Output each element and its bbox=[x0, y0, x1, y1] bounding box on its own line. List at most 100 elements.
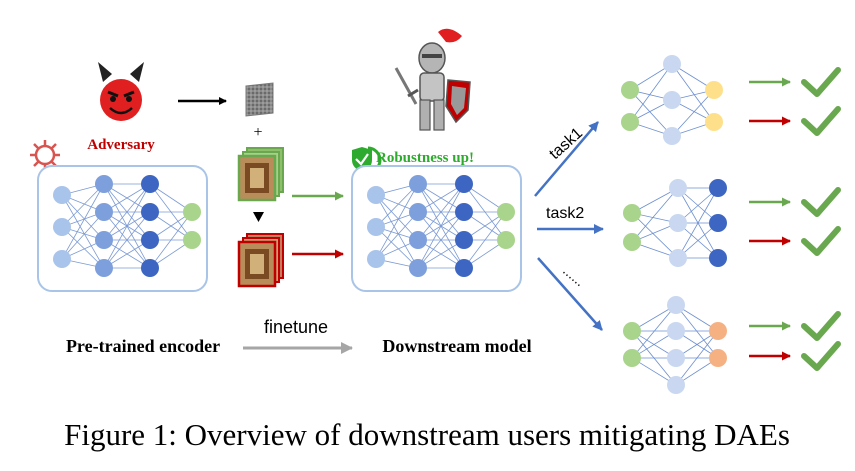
network-node bbox=[623, 204, 641, 222]
network-node bbox=[709, 179, 727, 197]
task1-network bbox=[621, 55, 723, 145]
task3-network bbox=[623, 296, 727, 394]
network-edge bbox=[375, 183, 419, 260]
network-node bbox=[663, 127, 681, 145]
network-edge bbox=[631, 187, 679, 243]
check-icon bbox=[801, 311, 841, 341]
network-node bbox=[53, 186, 71, 204]
downstream-model-label: Downstream model bbox=[382, 336, 531, 356]
check-icon bbox=[801, 106, 841, 136]
network-edge bbox=[61, 183, 105, 228]
network-node bbox=[669, 249, 687, 267]
network-node bbox=[497, 231, 515, 249]
network-edge bbox=[675, 304, 719, 359]
network-node bbox=[141, 259, 159, 277]
network-node bbox=[95, 231, 113, 249]
network-edge bbox=[671, 63, 715, 123]
robustness-label: Robustness up! bbox=[376, 150, 474, 166]
task1-arrow bbox=[534, 121, 599, 197]
network-edge bbox=[463, 211, 507, 269]
network-node bbox=[667, 296, 685, 314]
network-node bbox=[667, 349, 685, 367]
network-edge bbox=[417, 183, 465, 241]
network-node bbox=[409, 203, 427, 221]
network-node bbox=[183, 203, 201, 221]
knight-icon bbox=[394, 28, 471, 131]
network-node bbox=[663, 55, 681, 73]
network-node bbox=[621, 81, 639, 99]
network-edge bbox=[103, 211, 151, 269]
network-node bbox=[53, 250, 71, 268]
network-edge bbox=[675, 330, 719, 386]
network-node bbox=[367, 250, 385, 268]
network-edge bbox=[631, 304, 677, 359]
devil-icon bbox=[98, 62, 144, 121]
network-edge bbox=[629, 89, 673, 137]
network-node bbox=[623, 322, 641, 340]
network-node bbox=[455, 175, 473, 193]
network-edge bbox=[61, 194, 105, 241]
network-edge bbox=[61, 226, 105, 269]
network-node bbox=[663, 91, 681, 109]
network-edge bbox=[375, 194, 419, 269]
network-edge bbox=[61, 211, 105, 260]
check-icon bbox=[801, 187, 841, 217]
plus-sign: + bbox=[253, 124, 262, 141]
network-node bbox=[183, 231, 201, 249]
network-node bbox=[95, 175, 113, 193]
network-edge bbox=[61, 183, 105, 260]
down-arrow-icon bbox=[253, 212, 264, 222]
network-node bbox=[95, 259, 113, 277]
task2-network bbox=[623, 179, 727, 267]
pretrained-encoder bbox=[37, 165, 208, 292]
network-node bbox=[623, 233, 641, 251]
network-node bbox=[141, 175, 159, 193]
network-node bbox=[667, 322, 685, 340]
clean-images-icon bbox=[237, 147, 284, 202]
network-node bbox=[669, 179, 687, 197]
network-node bbox=[669, 214, 687, 232]
task3-arrow bbox=[537, 257, 603, 331]
downstream-model bbox=[351, 165, 522, 292]
network-node bbox=[497, 203, 515, 221]
network-node bbox=[709, 214, 727, 232]
network-node bbox=[455, 231, 473, 249]
network-edge bbox=[149, 211, 193, 269]
network-edge bbox=[375, 183, 419, 228]
network-edge bbox=[631, 212, 679, 259]
network-node bbox=[667, 376, 685, 394]
network-node bbox=[141, 231, 159, 249]
network-node bbox=[621, 113, 639, 131]
network-node bbox=[455, 203, 473, 221]
network-edge bbox=[375, 194, 419, 241]
network-node bbox=[141, 203, 159, 221]
network-node bbox=[367, 218, 385, 236]
network-edge bbox=[61, 194, 105, 269]
network-node bbox=[409, 259, 427, 277]
network-edge bbox=[417, 211, 465, 269]
network-node bbox=[455, 259, 473, 277]
network-node bbox=[367, 186, 385, 204]
check-icon bbox=[801, 226, 841, 256]
network-edge bbox=[629, 63, 673, 123]
finetune-label: finetune bbox=[264, 317, 328, 337]
task2-label: task2 bbox=[546, 205, 584, 222]
task-outputs bbox=[749, 67, 841, 371]
pretrained-encoder-label: Pre-trained encoder bbox=[66, 336, 220, 356]
network-edge bbox=[375, 211, 419, 260]
adversarial-images-icon bbox=[237, 233, 284, 288]
check-icon bbox=[801, 341, 841, 371]
noise-patch-icon bbox=[245, 82, 274, 117]
network-node bbox=[705, 81, 723, 99]
check-icon bbox=[801, 67, 841, 97]
network-node bbox=[409, 175, 427, 193]
network-edge bbox=[417, 183, 465, 269]
network-node bbox=[53, 218, 71, 236]
adversary-label: Adversary bbox=[87, 137, 155, 153]
figure-caption: Figure 1: Overview of downstream users m… bbox=[64, 417, 790, 452]
network-edge bbox=[103, 183, 151, 241]
network-node bbox=[409, 231, 427, 249]
more-tasks-label: ...... bbox=[560, 262, 588, 289]
network-node bbox=[709, 349, 727, 367]
